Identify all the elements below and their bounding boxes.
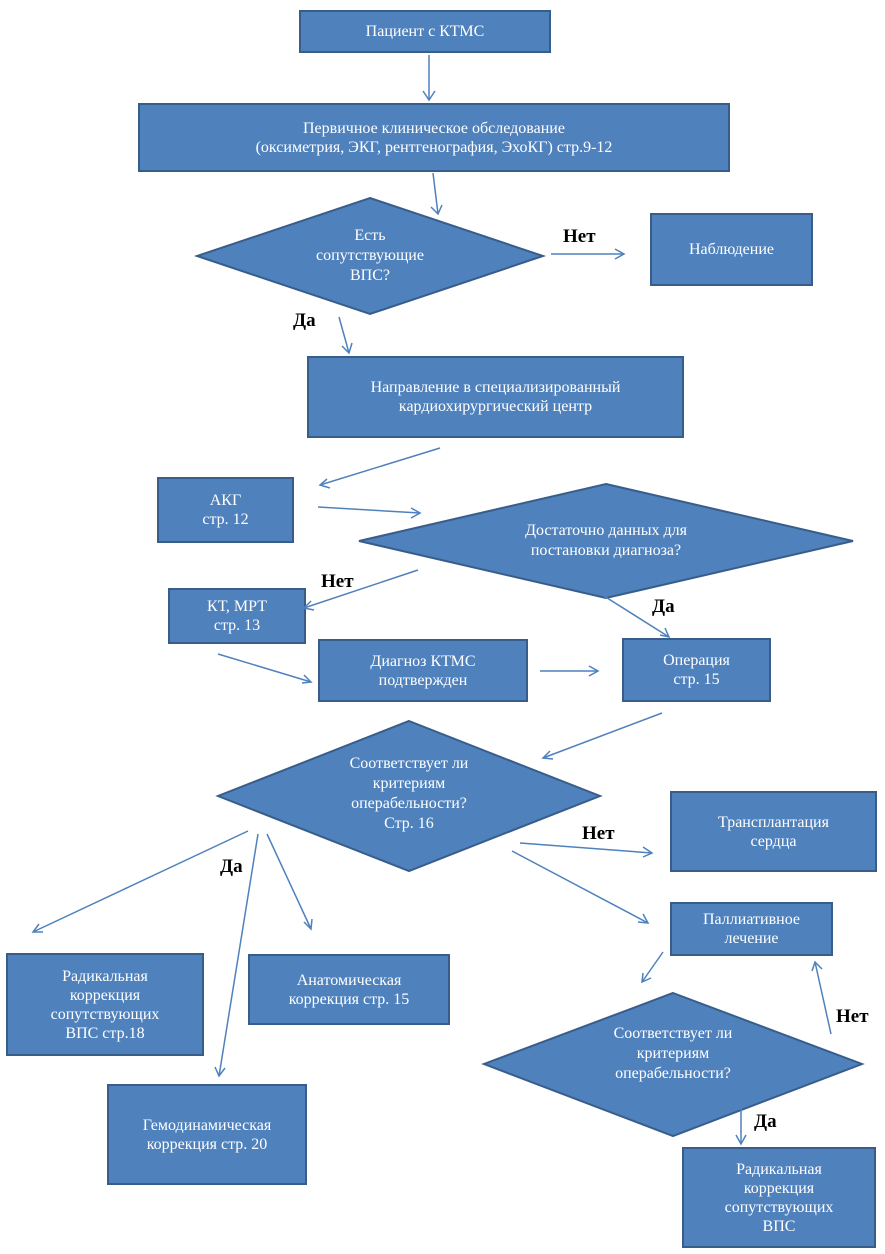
arrow-referral-to-akg [319, 447, 441, 486]
decision-text-concomitant: Есть сопутствующие ВПС? [316, 227, 424, 284]
arrow-ct-mri-to-diagnosis [217, 653, 312, 683]
decision-diamond-operability-2 [481, 991, 865, 1138]
arrowhead [614, 248, 626, 260]
arrowhead [301, 674, 313, 684]
decision-text-operability-2: Соответствует ли критериям операбельност… [613, 1025, 733, 1082]
decision-diamond-concomitant [193, 196, 547, 316]
box-operation: Операция стр. 15 [622, 638, 771, 702]
arrow-no-to-transplant [519, 842, 653, 854]
box-hemodynamic: Гемодинамическая коррекция стр. 20 [107, 1084, 307, 1185]
label-no-enough-data: Нет [321, 571, 354, 592]
box-patient: Пациент с КТМС [299, 10, 551, 53]
box-ct-mri: КТ, МРТ стр. 13 [168, 588, 306, 644]
decision-diamond-operability-1 [215, 719, 603, 873]
box-diagnosis-confirmed: Диагноз КТМС подтвержден [318, 639, 528, 702]
arrowhead [641, 972, 652, 984]
label-no-concomitant: Нет [563, 226, 596, 247]
arrowhead [430, 204, 443, 216]
label-yes-operability-1: Да [220, 856, 243, 877]
arrowhead [318, 478, 331, 489]
arrow-to-radical-1 [32, 830, 249, 933]
arrowhead [422, 90, 436, 102]
arrow-to-palliative [511, 850, 649, 924]
box-radical-1: Радикальная коррекция сопутствующих ВПС … [6, 953, 204, 1056]
arrowhead [303, 918, 313, 931]
box-palliative: Паллиативное лечение [670, 902, 833, 956]
arrow-operation-to-decision [542, 712, 663, 759]
box-observation: Наблюдение [650, 213, 813, 286]
arrowhead [31, 923, 43, 933]
decision-text-enough-data: Достаточно данных для постановки диагноз… [525, 522, 687, 559]
arrow-no-to-ct-mri [303, 569, 419, 609]
box-primary-exam: Первичное клиническое обследование (окси… [138, 103, 730, 172]
arrow-to-hemodynamic [218, 833, 259, 1077]
arrowhead [541, 750, 554, 760]
box-transplant: Трансплантация сердца [670, 791, 877, 872]
arrow-yes-to-referral [338, 316, 350, 354]
arrowhead [659, 627, 671, 639]
box-referral: Направление в специализированный кардиох… [307, 356, 684, 438]
arrowhead [811, 960, 823, 972]
arrowhead [214, 1066, 226, 1078]
arrow-yes-to-operation [603, 595, 670, 638]
label-yes-operability-2: Да [754, 1111, 777, 1132]
label-no-operability-2: Нет [836, 1006, 869, 1027]
decision-text-operability-1: Соответствует ли критериям операбельност… [349, 755, 469, 832]
arrow-no-back-to-palliative [814, 961, 832, 1035]
box-radical-2: Радикальная коррекция сопутствующих ВПС [682, 1147, 876, 1248]
arrow-exam-to-decision [432, 172, 439, 215]
arrow-akg-to-decision [317, 506, 421, 514]
arrowhead [642, 846, 654, 858]
label-yes-concomitant: Да [293, 310, 316, 331]
box-anatomical: Анатомическая коррекция стр. 15 [248, 954, 450, 1025]
arrowhead [410, 507, 422, 519]
arrowhead [302, 600, 315, 611]
arrow-palliative-to-decision [641, 951, 664, 983]
arrowhead [341, 342, 353, 355]
box-akg: АКГ стр. 12 [157, 477, 294, 543]
arrowhead [637, 913, 650, 924]
label-no-operability-1: Нет [582, 823, 615, 844]
label-yes-enough-data: Да [652, 596, 675, 617]
arrowhead [588, 665, 600, 677]
arrow-to-anatomical [266, 833, 312, 930]
arrowhead [735, 1134, 747, 1146]
